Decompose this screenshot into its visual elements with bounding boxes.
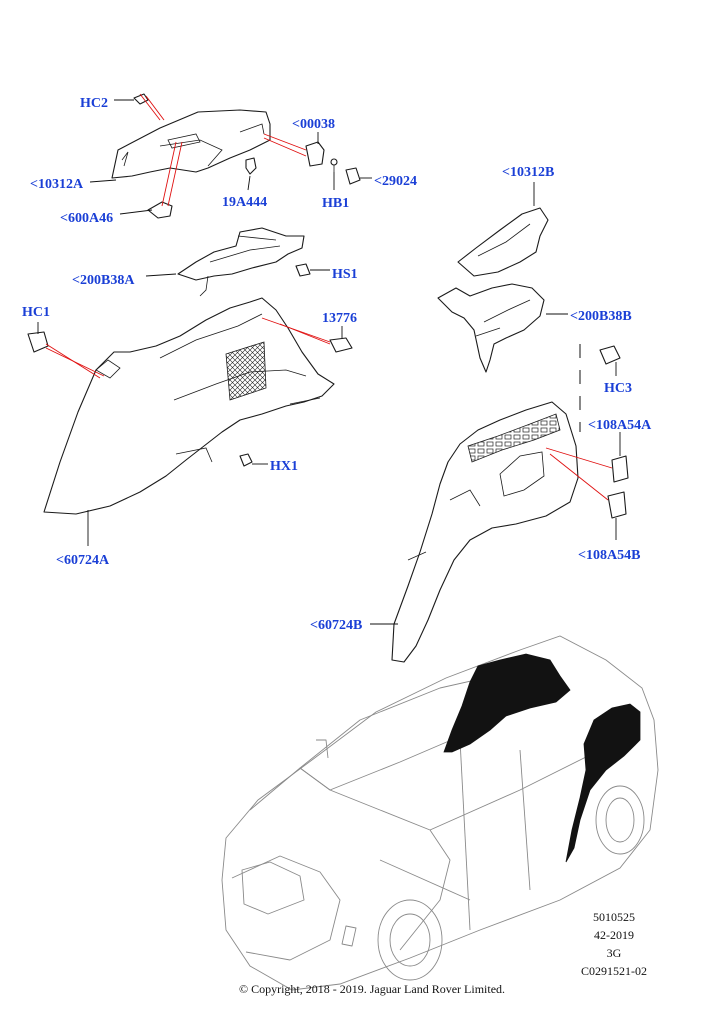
highlighted-trim-in-vehicle xyxy=(443,653,641,863)
upper-quarter-trim-panel-left xyxy=(111,109,271,179)
callout-hc1[interactable]: HC1 xyxy=(22,305,50,320)
callout-00038[interactable]: <00038 xyxy=(292,117,335,132)
callout-200b38a[interactable]: <200B38A xyxy=(72,273,135,288)
meta-illustration-id: C0291521-02 xyxy=(581,964,647,978)
bracket-200b38a xyxy=(177,227,305,297)
bolt-hs1-icon xyxy=(295,263,311,277)
upper-quarter-trim-panel-right xyxy=(457,207,549,277)
bolt-hb1-icon xyxy=(330,158,338,172)
clip-hc3-icon xyxy=(599,345,621,365)
callout-108a54b[interactable]: <108A54B xyxy=(578,548,640,563)
meta-date: 42-2019 xyxy=(594,928,634,942)
cap-13776-icon xyxy=(329,337,353,353)
meta-code: 3G xyxy=(607,946,622,960)
bracket-108a54a-icon xyxy=(611,455,629,483)
callout-13776[interactable]: 13776 xyxy=(322,311,357,326)
callout-108a54a[interactable]: <108A54A xyxy=(588,418,652,433)
bracket-200b38b xyxy=(437,283,545,373)
clip-00038-icon xyxy=(305,141,325,167)
lower-quarter-trim-panel-right xyxy=(391,401,579,663)
copyright-notice: © Copyright, 2018 - 2019. Jaguar Land Ro… xyxy=(239,982,505,996)
bracket-600a46-icon xyxy=(147,201,173,219)
clip-29024-icon xyxy=(345,167,361,185)
callout-10312a[interactable]: <10312A xyxy=(30,177,84,192)
callout-10312b[interactable]: <10312B xyxy=(502,165,554,180)
vehicle-outline xyxy=(221,635,659,991)
callout-29024[interactable]: <29024 xyxy=(374,174,417,189)
fastener-19a444-icon xyxy=(245,157,257,175)
callout-200b38b[interactable]: <200B38B xyxy=(570,309,632,324)
meta-doc-number: 5010525 xyxy=(593,910,635,924)
clip-hc1-icon xyxy=(27,331,49,353)
callout-hc3[interactable]: HC3 xyxy=(604,381,632,396)
bracket-108a54b-icon xyxy=(607,491,627,519)
callout-60724b[interactable]: <60724B xyxy=(310,618,362,633)
callout-60724a[interactable]: <60724A xyxy=(56,553,110,568)
callout-19a444[interactable]: 19A444 xyxy=(222,195,267,210)
callout-hb1[interactable]: HB1 xyxy=(322,196,349,211)
lower-quarter-trim-panel-left xyxy=(43,297,335,515)
screw-hx1-icon xyxy=(239,453,253,467)
callout-hc2[interactable]: HC2 xyxy=(80,96,108,111)
leader-lines xyxy=(37,93,621,625)
callout-hx1[interactable]: HX1 xyxy=(270,459,298,474)
callout-hs1[interactable]: HS1 xyxy=(332,267,358,282)
callout-600a46[interactable]: <600A46 xyxy=(60,211,113,226)
